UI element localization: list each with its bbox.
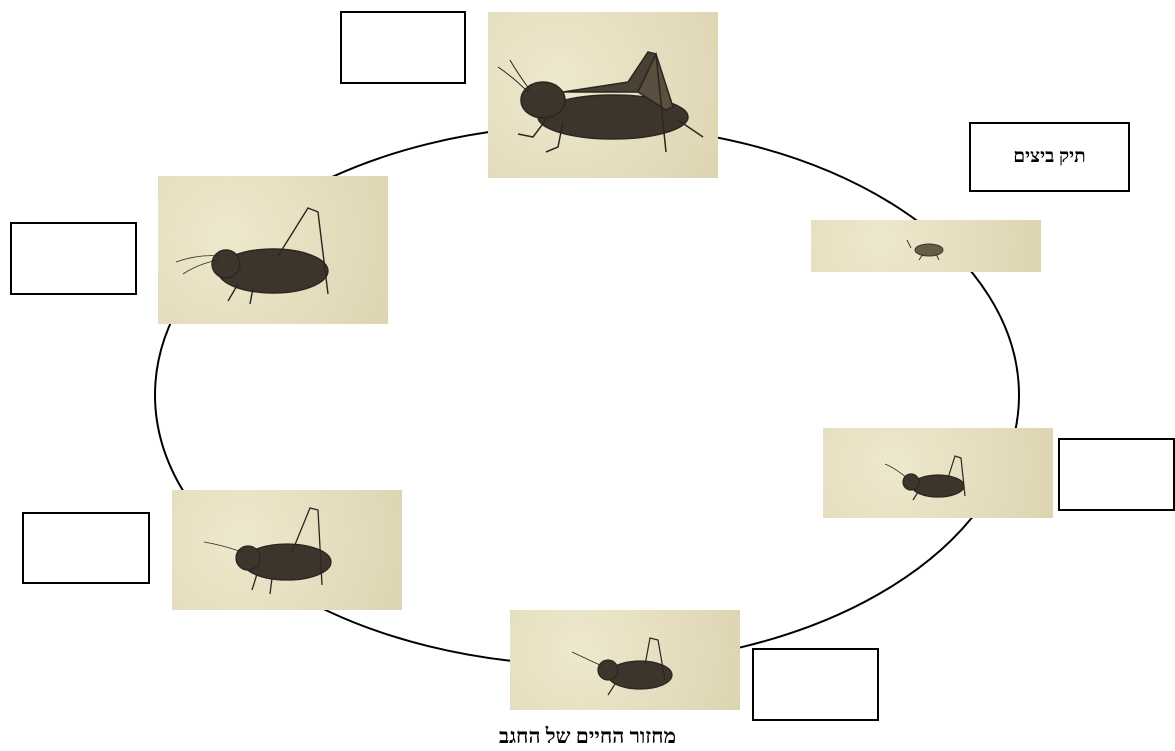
photo-adult-grasshopper (488, 12, 718, 178)
nymph-icon (175, 207, 329, 305)
label-box-stage-3[interactable] (22, 512, 150, 584)
label-box-stage-5[interactable] (1058, 438, 1175, 511)
diagram-title: מחזור החיים של החגב (498, 724, 677, 748)
egg-pod-icon (906, 239, 944, 261)
label-box-stage-2[interactable] (10, 222, 137, 295)
photo-nymph-stage-2 (172, 490, 402, 610)
adult-grasshopper-icon (497, 51, 704, 153)
photo-nymph-stage-1 (158, 176, 388, 324)
label-box-stage-4[interactable] (752, 648, 879, 721)
nymph-icon (203, 507, 332, 595)
nymph-icon (884, 455, 966, 501)
photo-nymph-stage-4 (823, 428, 1053, 518)
nymph-icon (571, 637, 673, 696)
label-box-adult[interactable] (340, 11, 466, 84)
photo-nymph-stage-3 (510, 610, 740, 710)
label-box-egg-pod: תיק ביצים (969, 122, 1130, 192)
photo-egg-pod (811, 220, 1041, 272)
